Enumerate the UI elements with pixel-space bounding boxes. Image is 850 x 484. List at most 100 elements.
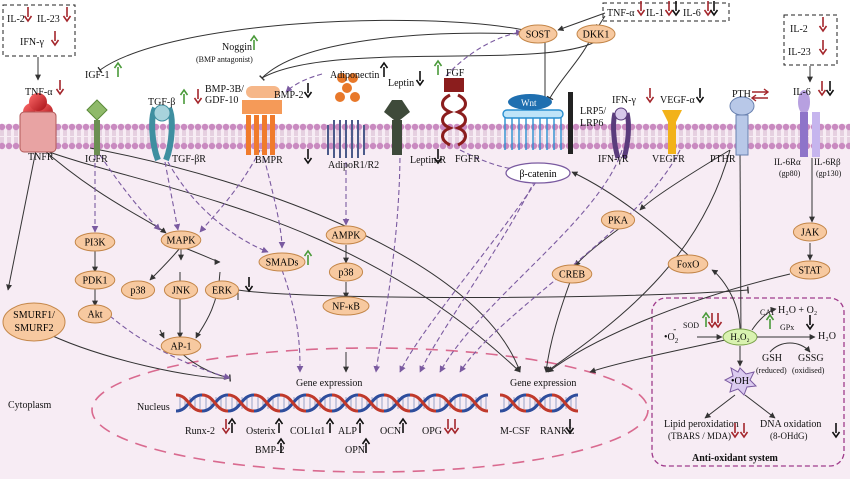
connector-smurf-inhibits — [39, 329, 231, 382]
gene-mcsf: M-CSF — [500, 426, 530, 437]
antiox-oh: •OH — [731, 376, 749, 387]
regulation-arrow-4 — [113, 61, 123, 77]
antiox-h2o: H₂O — [818, 331, 836, 342]
lrp-coreceptor — [568, 92, 573, 154]
antiox-gssg-note: (oxidised) — [792, 366, 825, 375]
connector-dkk1-inhibits-lrp — [546, 39, 591, 101]
connector-mapk-to-p38 — [149, 247, 181, 281]
regulation-arrow-20 — [695, 88, 705, 104]
node-p38-adipor-label: p38 — [339, 268, 354, 279]
node-creb-label: CREB — [559, 270, 585, 281]
label-il6rb: IL-6Rβ — [814, 157, 841, 167]
regulation-arrow-12 — [636, 1, 646, 17]
regulation-arrow-19 — [645, 88, 655, 104]
cytokine-top-il6: IL-6 — [683, 8, 701, 19]
node-smurf2-label: SMURF2 — [15, 323, 54, 334]
fgfr-receptor — [441, 78, 467, 147]
antiox-title: Anti-oxidant system — [692, 453, 779, 464]
regulation-arrow-17 — [818, 17, 828, 33]
regulation-arrow-5 — [179, 88, 189, 104]
label-wnt: Wnt — [521, 98, 537, 108]
node-pka — [600, 210, 636, 230]
node-bcatenin — [505, 162, 571, 184]
label-lrp5: LRP5/ — [580, 106, 606, 117]
label-vegfr: VEGFR — [652, 154, 685, 165]
antiox-lipid-note: (TBARS / MDA) — [668, 431, 731, 441]
label-leptin: Leptin — [388, 78, 414, 89]
label-adipor: AdipoR1/R2 — [328, 160, 379, 171]
node-akt-label: Akt — [88, 310, 103, 321]
antiox-gsh: GSH — [762, 353, 782, 364]
regulation-arrow-41 — [765, 313, 775, 329]
connector-akt-to-gene-expression — [109, 315, 231, 380]
regulation-arrow-38 — [701, 311, 711, 327]
connector-oh-to-dna — [744, 394, 776, 419]
regulation-arrow-21 — [817, 81, 827, 97]
bmpr-receptor — [242, 86, 282, 155]
connector-smads-to-gene-expression — [281, 269, 304, 373]
node-stat — [789, 260, 831, 280]
gene-rankl: RANKL — [540, 426, 574, 437]
label-tgfb: TGF-β — [148, 97, 175, 108]
node-mapk — [160, 230, 202, 250]
regulation-arrow-35 — [276, 437, 286, 453]
connector-h2o2-to-h2o-o2 — [751, 306, 777, 331]
connector-leptinr-to-gene-expression — [373, 149, 401, 373]
node-ampk — [325, 225, 367, 245]
connector-sost-inhibits-bmp — [259, 32, 525, 81]
connector-p38-to-ap1 — [158, 329, 165, 339]
regulation-arrow-34 — [450, 419, 460, 435]
regulation-arrow-30 — [325, 417, 335, 433]
label-il6: IL-6 — [793, 87, 811, 98]
regulation-arrow-2 — [50, 31, 60, 47]
connector-h2o2-to-gene-expression — [589, 339, 726, 374]
antiox-gpx: GPx — [780, 323, 794, 332]
regulation-arrow-9 — [379, 61, 389, 77]
adiponectin-ligand — [335, 73, 360, 102]
node-nfkb-label: NF-κB — [332, 302, 360, 313]
label-nucleus: Nucleus — [137, 402, 170, 413]
node-smurf — [2, 302, 66, 342]
dna-helices — [175, 393, 579, 413]
node-ampk-label: AMPK — [332, 231, 362, 242]
connector-mapk-to-erk — [184, 247, 221, 265]
node-dkk1 — [576, 24, 616, 44]
pth-bidirectional-arrow — [750, 88, 770, 102]
regulation-arrow-25 — [303, 249, 313, 265]
antiox-h2o2: H₂O₂ — [730, 332, 749, 342]
node-smads-label: SMADs — [266, 258, 299, 269]
connector-oh-to-lipid — [704, 394, 736, 419]
regulation-arrow-3 — [55, 80, 65, 96]
label-pthr: PTHR — [710, 154, 736, 165]
label-gdf10: GDF-10 — [205, 95, 238, 106]
connector-tnfr-to-gene-expression — [37, 147, 521, 373]
regulation-arrow-15 — [703, 1, 713, 17]
adipor-receptor — [327, 120, 365, 158]
label-tnfr: TNFR — [28, 152, 54, 163]
connector-pthr-to-gene-expression — [545, 149, 731, 373]
antiox-dna: DNA oxidation — [760, 419, 821, 430]
node-sost-label: SOST — [526, 30, 550, 41]
antiox-superoxide: •O2- — [664, 324, 679, 345]
regulation-arrow-29 — [274, 417, 284, 433]
cytokine-right-il2: IL-2 — [790, 24, 808, 35]
regulation-arrow-13 — [664, 1, 674, 17]
label-bmpr: BMPR — [255, 155, 283, 166]
gene-osterix: Osterix — [246, 426, 275, 437]
regulation-arrow-37 — [565, 419, 575, 435]
connector-dkk1-to-bmp — [261, 41, 596, 79]
regulation-arrow-31 — [355, 417, 365, 433]
regulation-arrow-24 — [433, 149, 443, 165]
label-noggin: Noggin — [222, 42, 252, 53]
antiox-sod: SOD — [683, 321, 699, 330]
label-ifngr: IFN-γR — [598, 154, 629, 165]
connector-erk-line — [237, 286, 749, 300]
connector-igfr-to-mapk — [99, 154, 161, 231]
label-tgfbr: TGF-βR — [172, 154, 206, 165]
node-p38-label: p38 — [131, 286, 146, 297]
gene-col1a1: COL1α1 — [290, 426, 325, 437]
label-igf1: IGF-1 — [85, 70, 109, 81]
connector-cytokines-to-sost — [557, 12, 606, 31]
tgfbr-receptor — [149, 104, 175, 162]
label-vegfa: VEGF-α — [660, 95, 695, 106]
